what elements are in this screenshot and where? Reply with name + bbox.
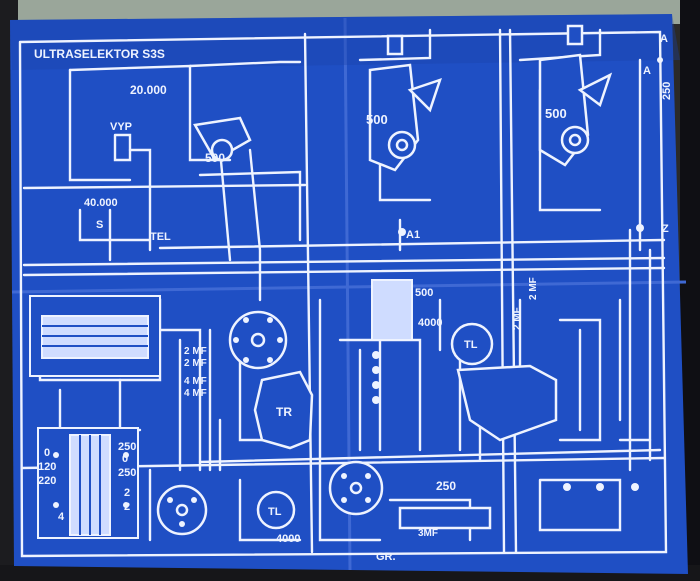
a1-label: A1: [406, 229, 420, 241]
capacitor-3-label: 4 MF: [184, 376, 207, 387]
resistor-4000-center-label: 4000: [418, 317, 442, 329]
tap-4-label: 4: [58, 511, 65, 523]
tap-250b-label: 250: [118, 467, 136, 479]
switch-500-mid-label: 500: [366, 112, 388, 127]
title-label: ULTRASELEKTOR S3S: [34, 47, 165, 61]
z-label: Z: [662, 223, 669, 235]
capacitor-2-label: 2 MF: [184, 358, 207, 369]
capacitor-1-label: 2 MF: [184, 346, 207, 357]
resistor-40000-label: 40.000: [84, 197, 118, 209]
tap-120-label: 120: [38, 461, 56, 473]
tl-center-label: TL: [464, 339, 478, 351]
schematic-labels: ULTRASELEKTOR S3S 20.000 VYP 500 500 500…: [34, 33, 673, 563]
tube-sockets: [156, 310, 558, 536]
resistor-500-center-label: 500: [415, 287, 433, 299]
tap-0b-label: 0: [122, 453, 128, 465]
switch-500-right-label: 500: [545, 106, 567, 121]
tap-2a-label: 2: [124, 487, 130, 499]
tap-220-label: 220: [38, 475, 56, 487]
capacitor-4-label: 4 MF: [184, 388, 207, 399]
capacitor-vertical-2-label: 2 MF: [528, 277, 539, 300]
tl-bottom-label: TL: [268, 506, 282, 518]
v250-side-label: 250: [661, 82, 673, 100]
tap-2b-label: 2: [124, 501, 130, 513]
paper-shade: [10, 14, 680, 70]
capacitor-250-bottom-label: 250: [436, 479, 456, 493]
switch-500-left-label: 500: [205, 151, 225, 165]
capacitor-vertical-1-label: 2 MF: [512, 307, 523, 330]
gr-label: GR.: [376, 551, 396, 563]
fold-line: [11, 280, 687, 294]
transformers: [29, 279, 413, 539]
resistor-20000-label: 20.000: [130, 83, 167, 97]
tap-0-label: 0: [44, 447, 50, 459]
tap-250a-label: 250: [118, 441, 136, 453]
wafer-switches: [193, 24, 613, 172]
resistor-4000-bottom-label: 4000: [276, 533, 300, 545]
tr-label: TR: [276, 405, 292, 419]
a-side-label: A: [643, 65, 651, 77]
s-label: S: [96, 219, 103, 231]
tel-label: TEL: [150, 231, 171, 243]
vyp-label: VYP: [110, 121, 132, 133]
socket-pins: [53, 57, 663, 527]
a-top-label: A: [660, 33, 668, 45]
capacitor-3mf-label: 3MF: [418, 528, 438, 539]
background-right: [680, 0, 700, 581]
